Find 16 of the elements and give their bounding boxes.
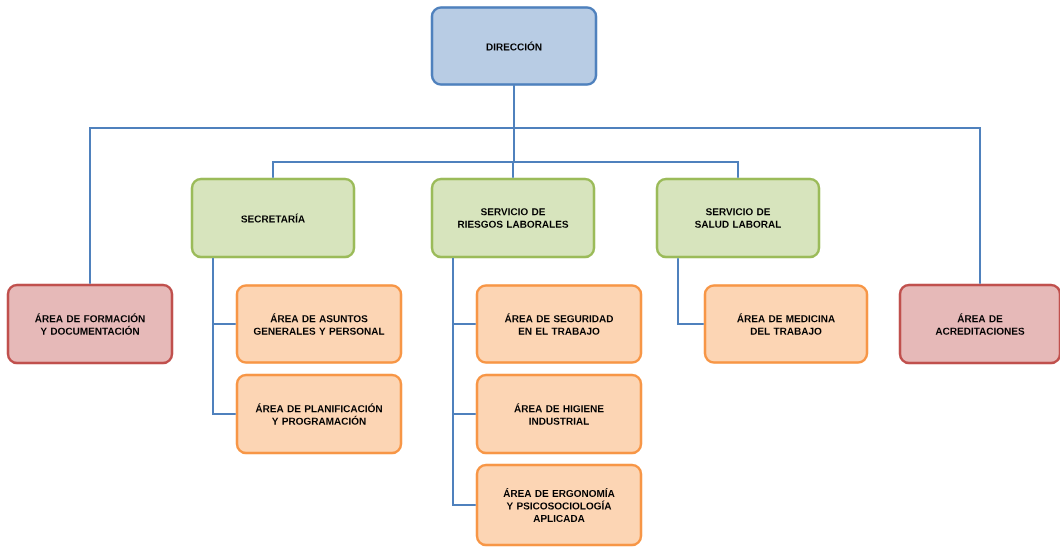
connector-line	[212, 257, 237, 415]
org-box: DIRECCIÓN	[430, 6, 598, 86]
org-box: SERVICIO DE RIESGOS LABORALES	[430, 177, 596, 259]
org-box: ÁREA DE ASUNTOS GENERALES Y PERSONAL	[235, 284, 403, 364]
org-box: ÁREA DE PLANIFICACIÓN Y PROGRAMACIÓN	[235, 373, 403, 455]
connector-line	[513, 84, 981, 285]
org-box: ÁREA DE ERGONOMÍA Y PSICOSOCIOLOGÍA APLICADA	[475, 463, 643, 547]
org-box: SERVICIO DE SALUD LABORAL	[655, 177, 821, 259]
org-box: ÁREA DE MEDICINA DEL TRABAJO	[703, 284, 869, 364]
org-box: ÁREA DE FORMACIÓN Y DOCUMENTACIÓN	[6, 283, 174, 365]
org-box: SECRETARÍA	[190, 177, 356, 259]
connector-line	[452, 257, 477, 506]
org-box: ÁREA DE HIGIENE INDUSTRIAL	[475, 373, 643, 455]
org-box: ÁREA DE SEGURIDAD EN EL TRABAJO	[475, 284, 643, 364]
connector-line	[677, 257, 705, 325]
org-box: ÁREA DE ACREDITACIONES	[898, 283, 1060, 365]
